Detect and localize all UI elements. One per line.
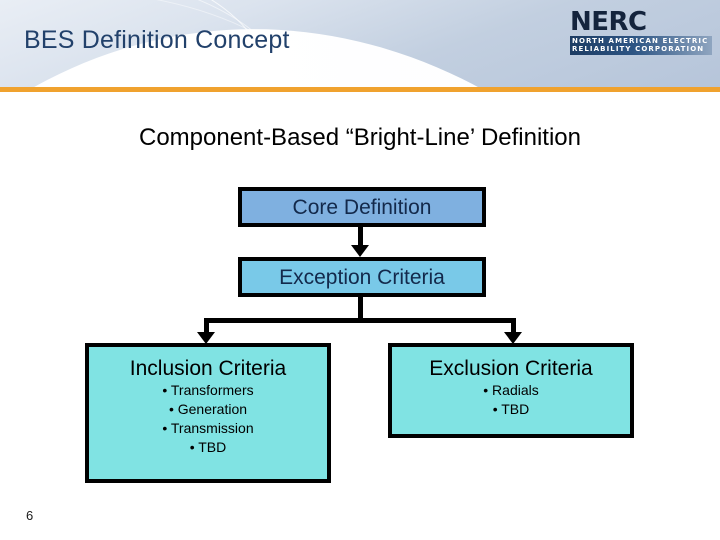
connector-branch-left xyxy=(204,318,209,336)
inclusion-criteria-list: • Transformers • Generation • Transmissi… xyxy=(89,381,327,457)
flow-box-inclusion-criteria-title: Inclusion Criteria xyxy=(129,357,287,380)
slide-title: BES Definition Concept xyxy=(24,26,290,54)
slide-subtitle: Component-Based “Bright-Line’ Definition xyxy=(138,124,581,151)
arrowhead-core-to-exception-icon xyxy=(351,245,369,257)
list-item: • Transformers xyxy=(162,382,254,398)
list-item: • Radials xyxy=(483,382,539,398)
flow-box-exception-criteria: Exception Criteria xyxy=(238,257,486,297)
nerc-tagline-line-2: RELIABILITY CORPORATION xyxy=(572,45,705,53)
page-number: 6 xyxy=(26,508,34,523)
flow-box-inclusion-criteria: Inclusion Criteria • Transformers • Gene… xyxy=(85,343,331,483)
flow-box-core-definition: Core Definition xyxy=(238,187,486,227)
list-item: • Generation xyxy=(168,401,248,417)
connector-branch-right xyxy=(511,318,516,336)
list-item: • TBD xyxy=(189,439,227,455)
orange-accent-rule xyxy=(0,87,720,92)
list-item: • TBD xyxy=(492,401,530,417)
connector-exception-stem xyxy=(358,297,363,321)
nerc-wordmark: NERC xyxy=(570,7,647,37)
flow-box-core-definition-title: Core Definition xyxy=(292,195,432,219)
arrowhead-to-exclusion-icon xyxy=(504,332,522,344)
flow-box-exception-criteria-title: Exception Criteria xyxy=(279,265,445,289)
connector-core-to-exception xyxy=(358,227,363,247)
flow-box-exclusion-criteria-title: Exclusion Criteria xyxy=(429,357,593,380)
nerc-tagline-line-1: NORTH AMERICAN ELECTRIC xyxy=(572,37,709,45)
nerc-logo: NERC NORTH AMERICAN ELECTRIC RELIABILITY… xyxy=(570,9,712,55)
arrowhead-to-inclusion-icon xyxy=(197,332,215,344)
connector-split-horizontal xyxy=(204,318,516,323)
flow-box-exclusion-criteria: Exclusion Criteria • Radials • TBD xyxy=(388,343,634,438)
navy-corner-wedge xyxy=(596,92,720,192)
exclusion-criteria-list: • Radials • TBD xyxy=(392,381,630,419)
nerc-tagline-bar: NORTH AMERICAN ELECTRIC RELIABILITY CORP… xyxy=(570,36,712,55)
list-item: • Transmission xyxy=(162,420,254,436)
navy-wedge-cutout xyxy=(596,92,720,192)
